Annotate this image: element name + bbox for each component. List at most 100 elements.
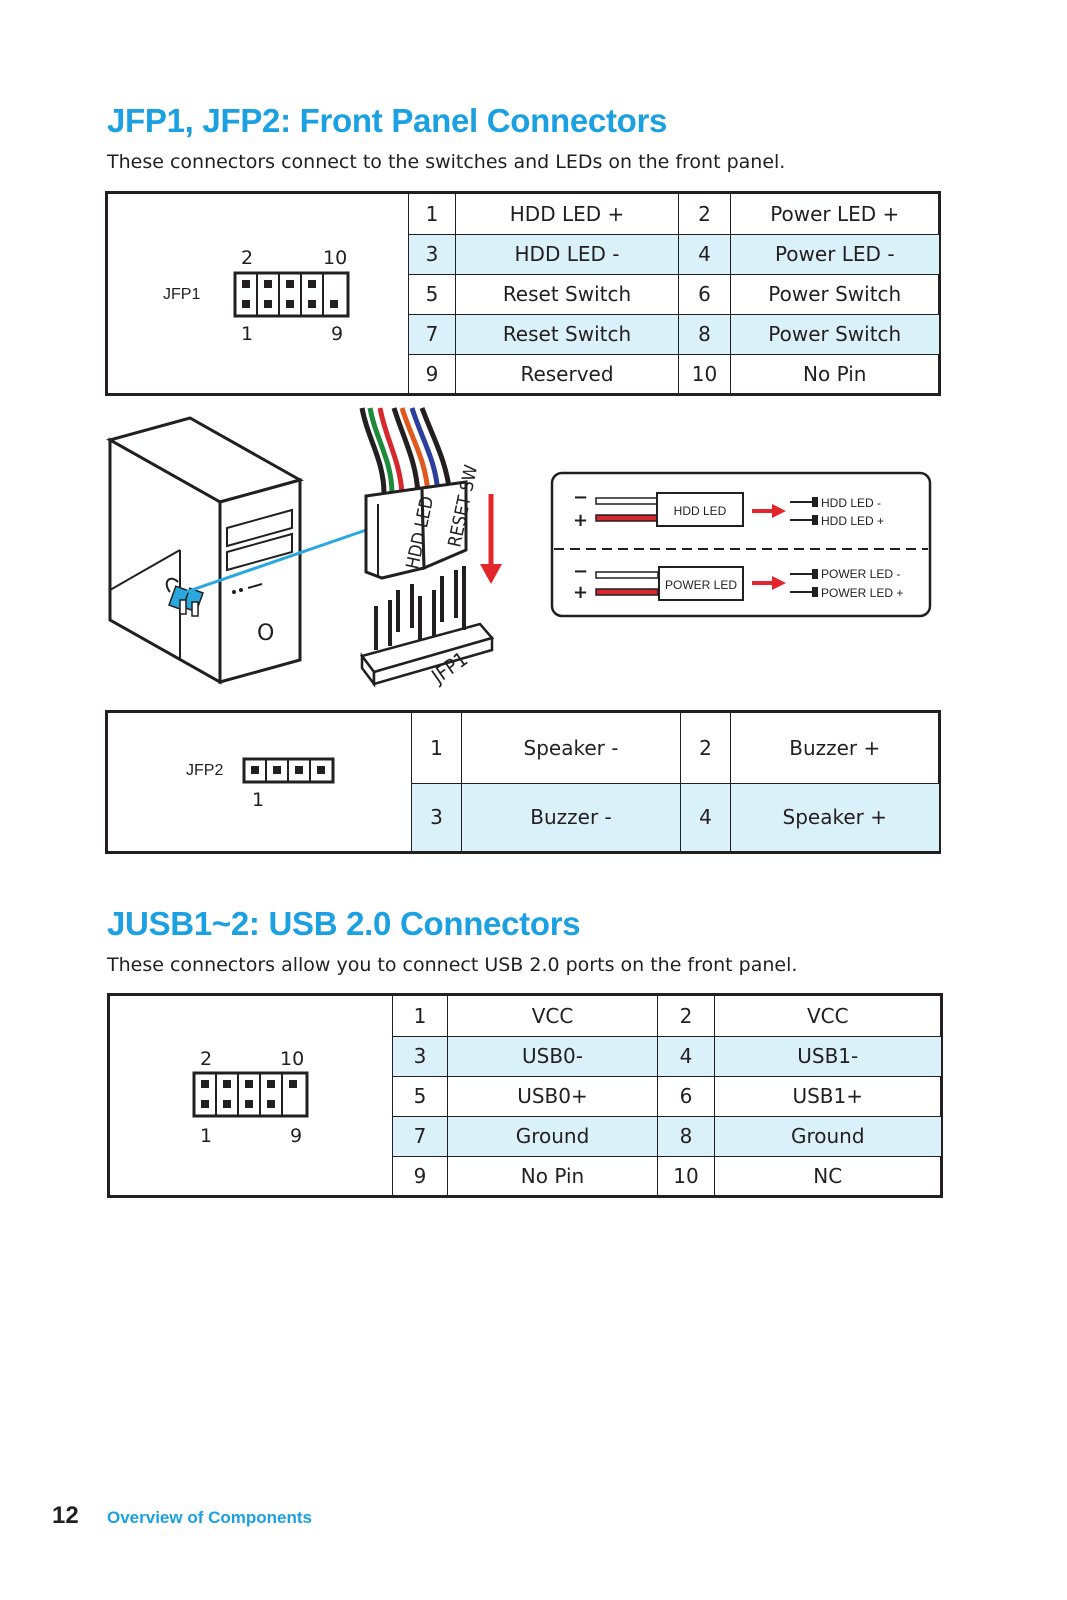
- pin-number: 2: [678, 194, 731, 235]
- pin-signal: No Pin: [730, 353, 939, 393]
- jfp1-pin-label: 1: [241, 323, 254, 345]
- jusb-pin-label: 10: [280, 1048, 305, 1070]
- jusb-intro: These connectors allow you to connect US…: [107, 954, 798, 976]
- header-pins-icon: [374, 566, 466, 650]
- jfp1-pin-table: 1 HDD LED + 2 Power LED + 3 HDD LED - 4 …: [408, 194, 939, 393]
- jfp1-label: JFP1: [163, 286, 201, 303]
- pin-signal: Speaker -: [461, 713, 681, 784]
- jfp2-table: JFP2 1 1 Speaker - 2 Buzzer + 3 Buzzer -: [105, 710, 941, 854]
- front-panel-illustration: O HDD LED RESET SW: [106, 407, 932, 689]
- plus-sign: +: [573, 510, 588, 531]
- table-row: 3 Buzzer - 4 Speaker +: [411, 782, 939, 851]
- table-row: 5 USB0+ 6 USB1+: [392, 1075, 941, 1117]
- jfp2-pin-header-icon: [242, 757, 335, 784]
- table-row: 3 USB0- 4 USB1-: [392, 1035, 941, 1077]
- pin-number: 9: [392, 1155, 448, 1195]
- jfp1-pin-header-icon: [233, 271, 350, 318]
- jusb-table: 2 10 1 9 1 VCC 2 VCC: [107, 993, 943, 1198]
- jusb-section-title: JUSB1~2: USB 2.0 Connectors: [107, 905, 581, 942]
- pin-signal: Power Switch: [730, 273, 939, 315]
- power-led-minus-label: POWER LED -: [821, 567, 900, 581]
- pin-number: 8: [678, 313, 731, 355]
- table-row: 7 Ground 8 Ground: [392, 1115, 941, 1157]
- pin-signal: HDD LED +: [455, 194, 679, 235]
- pin-number: 2: [657, 996, 715, 1037]
- pin-number: 4: [680, 782, 731, 851]
- jusb-pin-label: 1: [200, 1125, 213, 1147]
- power-led-box-label: POWER LED: [665, 578, 737, 592]
- hdd-led-box-label: HDD LED: [674, 504, 727, 518]
- table-row: 3 HDD LED - 4 Power LED -: [408, 233, 939, 275]
- pin-number: 9: [408, 353, 456, 393]
- pin-signal: Power LED -: [730, 233, 939, 275]
- pin-number: 1: [408, 194, 456, 235]
- jfp2-pin-table: 1 Speaker - 2 Buzzer + 3 Buzzer - 4 Spea…: [411, 713, 939, 851]
- pin-signal: Speaker +: [730, 782, 939, 851]
- pin-number: 6: [657, 1075, 715, 1117]
- connector-housing-icon: [364, 480, 468, 580]
- case-letter: O: [257, 621, 274, 646]
- pin-number: 3: [392, 1035, 448, 1077]
- pc-case-icon: [106, 416, 304, 685]
- pin-signal: Ground: [447, 1115, 658, 1157]
- pin-signal: Buzzer +: [730, 713, 939, 784]
- pin-number: 3: [411, 782, 462, 851]
- pin-signal: NC: [714, 1155, 941, 1195]
- pin-number: 10: [678, 353, 731, 393]
- pin-number: 4: [678, 233, 731, 275]
- jusb-pin-header-icon: [192, 1071, 309, 1118]
- pin-number: 6: [678, 273, 731, 315]
- pin-signal: Buzzer -: [461, 782, 681, 851]
- pin-signal: USB1-: [714, 1035, 941, 1077]
- table-row: 5 Reset Switch 6 Power Switch: [408, 273, 939, 315]
- insert-arrow-icon: [480, 494, 502, 584]
- pin-signal: Reserved: [455, 353, 679, 393]
- table-row: 7 Reset Switch 8 Power Switch: [408, 313, 939, 355]
- pointer-line: [185, 526, 373, 594]
- pin-signal: Reset Switch: [455, 273, 679, 315]
- power-led-plus-label: POWER LED +: [821, 586, 903, 600]
- pin-signal: VCC: [714, 996, 941, 1037]
- plus-sign: +: [573, 582, 588, 603]
- pin-number: 1: [411, 713, 462, 784]
- jfp2-pin-label: 1: [252, 789, 265, 811]
- jfp-section-title: JFP1, JFP2: Front Panel Connectors: [107, 102, 668, 139]
- jfp2-label: JFP2: [186, 762, 224, 779]
- arrow-right-icon: [772, 504, 786, 518]
- jusb-pin-table: 1 VCC 2 VCC 3 USB0- 4 USB1- 5 USB0+ 6 US…: [392, 996, 941, 1195]
- pin-number: 5: [392, 1075, 448, 1117]
- hdd-led-minus-label: HDD LED -: [821, 496, 881, 510]
- pin-signal: Power Switch: [730, 313, 939, 355]
- pin-number: 10: [657, 1155, 715, 1195]
- led-polarity-legend: − + HDD LED HDD LED - HDD LED + − + POWE…: [550, 471, 932, 618]
- pin-signal: USB0-: [447, 1035, 658, 1077]
- jfp1-table: JFP1 2 10 1 9 1 HDD LED + 2: [105, 191, 941, 396]
- pin-number: 7: [392, 1115, 448, 1157]
- table-row: 1 VCC 2 VCC: [392, 996, 941, 1037]
- minus-sign: −: [573, 487, 588, 508]
- arrow-right-icon: [772, 576, 786, 590]
- jusb-pin-label: 9: [290, 1125, 303, 1147]
- jfp1-pin-label: 2: [241, 247, 254, 269]
- pin-number: 5: [408, 273, 456, 315]
- footer-section-title: Overview of Components: [107, 1508, 312, 1527]
- pin-number: 2: [680, 713, 731, 784]
- table-row: 1 HDD LED + 2 Power LED +: [408, 194, 939, 235]
- hdd-led-plus-label: HDD LED +: [821, 514, 884, 528]
- connector-bundle-icon: [165, 577, 204, 617]
- table-row: 9 No Pin 10 NC: [392, 1155, 941, 1195]
- pin-signal: Ground: [714, 1115, 941, 1157]
- minus-sign: −: [573, 561, 588, 582]
- cable-wires: [359, 407, 453, 495]
- page-number: 12: [52, 1502, 79, 1529]
- pin-signal: VCC: [447, 996, 658, 1037]
- jfp1-pin-label: 9: [331, 323, 344, 345]
- pin-signal: USB1+: [714, 1075, 941, 1117]
- jusb-pin-label: 2: [200, 1048, 213, 1070]
- pin-signal: Reset Switch: [455, 313, 679, 355]
- table-row: 1 Speaker - 2 Buzzer +: [411, 713, 939, 784]
- pin-number: 8: [657, 1115, 715, 1157]
- pin-number: 4: [657, 1035, 715, 1077]
- jfp1-pin-label: 10: [323, 247, 348, 269]
- jfp-intro: These connectors connect to the switches…: [107, 151, 786, 173]
